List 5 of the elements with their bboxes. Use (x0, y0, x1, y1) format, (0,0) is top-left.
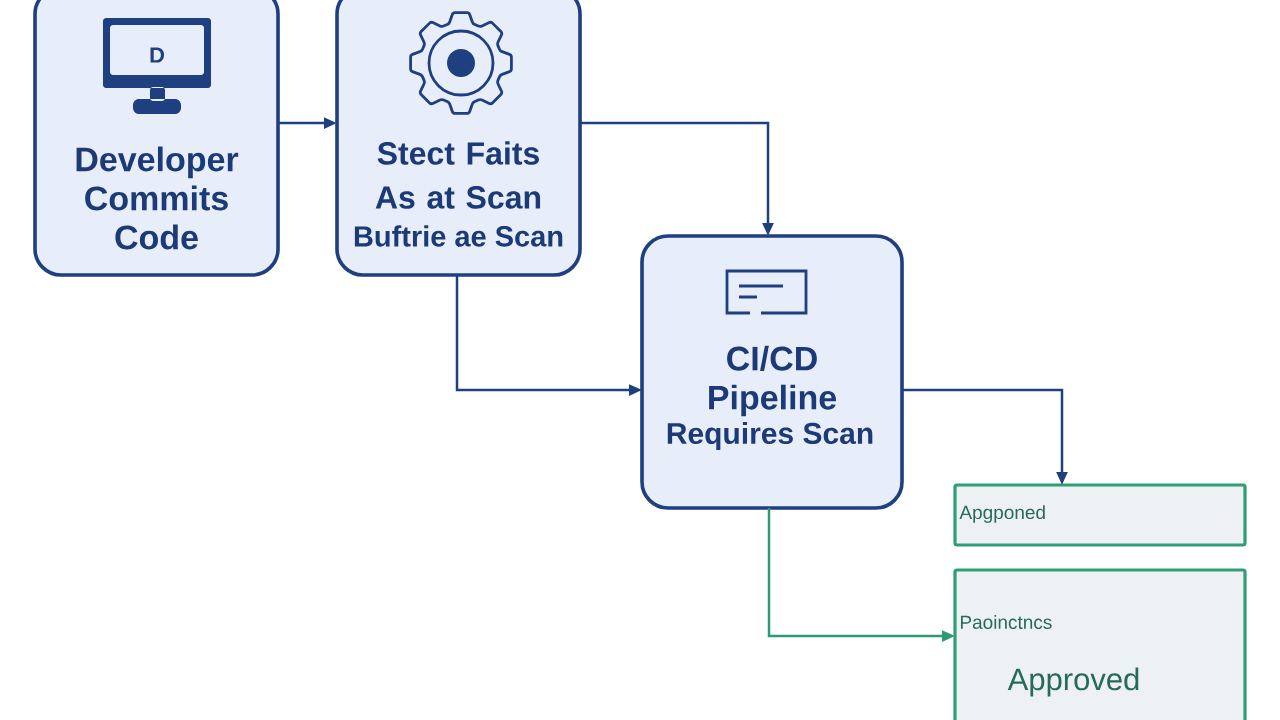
process-box: CI/CD Pipeline Requires Scan (640, 234, 904, 510)
result-box: Apgponed (953, 483, 1247, 547)
result-box: Paoinctncs Approved (953, 568, 1247, 720)
process-box: D Developer Commits Code (33, 0, 280, 277)
process-box: Stect Faits As at Scan Buftrie ae Scan (335, 0, 582, 277)
